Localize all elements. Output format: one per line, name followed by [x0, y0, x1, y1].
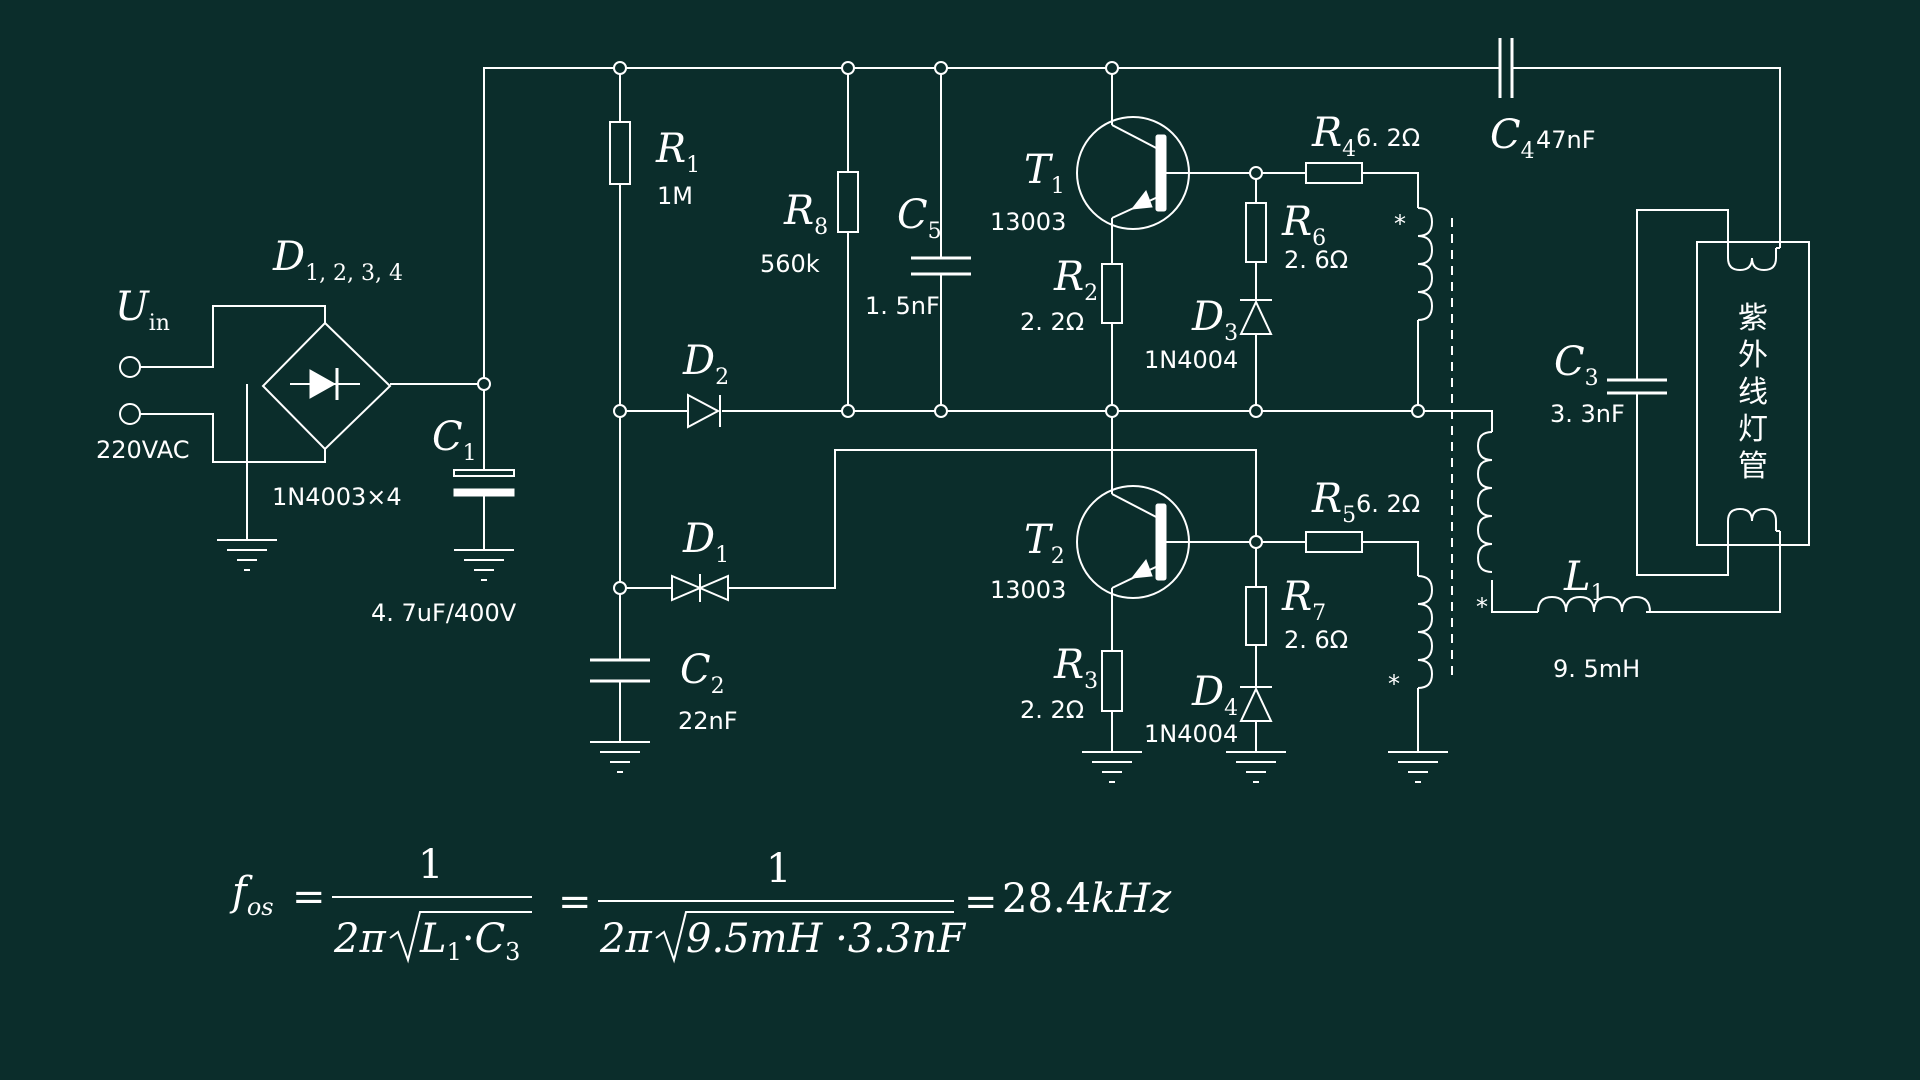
- labels: Uin 220VAC D1, 2, 3, 4 1N4003×4 C1 4. 7u…: [96, 110, 1768, 748]
- label-c5-value: 1. 5nF: [865, 292, 940, 320]
- lamp-label-char-3: 线: [1738, 375, 1768, 410]
- label-c2: C2: [680, 647, 725, 699]
- label-r5: R5: [1311, 476, 1356, 528]
- label-c4-value: 47nF: [1536, 126, 1596, 154]
- label-d2: D2: [682, 338, 729, 390]
- label-c2-value: 22nF: [678, 707, 738, 735]
- diode-d3: [1239, 299, 1273, 335]
- wires: [154, 67, 1781, 752]
- label-r8-value: 560k: [760, 250, 820, 278]
- formula-numerator-1: 1: [418, 842, 443, 888]
- label-d1234-value: 1N4003×4: [272, 483, 402, 511]
- capacitor-c5: [911, 256, 971, 276]
- label-r3: R3: [1053, 642, 1098, 694]
- polarity-dot-3: *: [1388, 670, 1400, 698]
- resistor-r1: [609, 121, 631, 185]
- ground-symbols: [217, 539, 1448, 783]
- formula-numerator-2: 1: [766, 846, 791, 892]
- label-r1-value: 1M: [657, 182, 693, 210]
- label-t1-value: 13003: [990, 208, 1066, 236]
- label-c3-value: 3. 3nF: [1550, 400, 1625, 428]
- label-r4: R4: [1311, 110, 1356, 162]
- uv-lamp: [1696, 241, 1810, 546]
- label-c5: C5: [897, 192, 942, 244]
- formula-equals-3: =: [964, 879, 998, 925]
- label-d3: D3: [1191, 294, 1238, 346]
- label-d1234: D1, 2, 3, 4: [272, 234, 403, 286]
- formula-equals-2: =: [558, 879, 592, 925]
- label-c4: C4: [1490, 112, 1535, 164]
- formula-sqrt-body-2: 9.5mH ·3.3nF: [686, 916, 966, 962]
- resistor-r6: [1245, 202, 1267, 263]
- capacitor-c1: [453, 469, 515, 497]
- diode-d4: [1239, 686, 1273, 722]
- inductor-l1: [1537, 595, 1651, 613]
- polarity-dot-1: *: [1394, 210, 1406, 238]
- formula-result: 28.4kHz: [1002, 876, 1172, 922]
- label-t1: T1: [1024, 147, 1065, 199]
- label-c1-value: 4. 7uF/400V: [371, 599, 517, 627]
- lamp-label-char-5: 管: [1738, 449, 1768, 484]
- label-d4-value: 1N4004: [1144, 720, 1238, 748]
- label-r2-value: 2. 2Ω: [1020, 308, 1084, 336]
- formula-sqrt-1: [389, 911, 532, 964]
- transformer-winding-2: [1417, 575, 1434, 689]
- transistor-t1: [1076, 116, 1190, 230]
- transformer-main-winding: [1476, 431, 1493, 573]
- transformer-winding-1: [1417, 207, 1434, 321]
- input-terminals: [119, 356, 154, 425]
- label-r6-value: 2. 6Ω: [1284, 246, 1348, 274]
- formula-equals-1: =: [292, 874, 326, 920]
- label-d1: D1: [682, 516, 729, 568]
- label-r2: R2: [1053, 254, 1098, 306]
- label-d4: D4: [1191, 669, 1238, 721]
- lamp-label-char-2: 外: [1738, 338, 1768, 373]
- lamp-label-char-4: 灯: [1738, 412, 1768, 447]
- label-t2: T2: [1024, 517, 1065, 569]
- resistor-r4: [1305, 162, 1363, 184]
- resistor-r8: [837, 171, 859, 233]
- label-c3: C3: [1554, 339, 1599, 391]
- formula-sqrt-2: [655, 911, 954, 964]
- bridge-rectifier: [261, 321, 392, 451]
- label-d3-value: 1N4004: [1144, 346, 1238, 374]
- junctions: [477, 61, 1425, 595]
- label-r7-value: 2. 6Ω: [1284, 626, 1348, 654]
- capacitor-c4: [1498, 38, 1514, 98]
- diode-d1-diac: [671, 574, 729, 602]
- resistor-r7: [1245, 586, 1267, 646]
- label-r7: R7: [1281, 574, 1326, 626]
- capacitor-c3: [1607, 378, 1667, 395]
- formula-denominator-1: 2π: [333, 916, 386, 962]
- label-r4-value: 6. 2Ω: [1356, 124, 1420, 152]
- formula-denominator-2: 2π: [599, 916, 652, 962]
- label-r5-value: 6. 2Ω: [1356, 490, 1420, 518]
- resistor-r5: [1305, 531, 1363, 553]
- polarity-dot-2: *: [1476, 593, 1488, 621]
- formula-lhs: fos: [229, 869, 274, 921]
- diode-d2: [687, 393, 721, 429]
- label-uin-value: 220VAC: [96, 436, 189, 464]
- label-r6: R6: [1281, 199, 1326, 251]
- label-c1: C1: [432, 414, 477, 466]
- label-l1-value: 9. 5mH: [1553, 655, 1640, 683]
- label-uin: Uin: [115, 284, 170, 336]
- capacitor-c2: [590, 658, 650, 683]
- resistor-r2: [1101, 263, 1123, 324]
- label-r3-value: 2. 2Ω: [1020, 696, 1084, 724]
- frequency-formula: fos = 1 2π L1·C3 = 1 2π 9.5mH ·3.3nF = 2…: [229, 842, 1172, 966]
- label-l1: L1: [1563, 554, 1605, 606]
- resistor-r3: [1101, 650, 1123, 712]
- label-t2-value: 13003: [990, 576, 1066, 604]
- lamp-label-char-1: 紫: [1738, 301, 1768, 336]
- label-r8: R8: [783, 188, 828, 240]
- transistor-t2: [1076, 485, 1190, 599]
- formula-sqrt-body-1: L1·C3: [419, 916, 520, 966]
- label-r1: R1: [655, 126, 700, 178]
